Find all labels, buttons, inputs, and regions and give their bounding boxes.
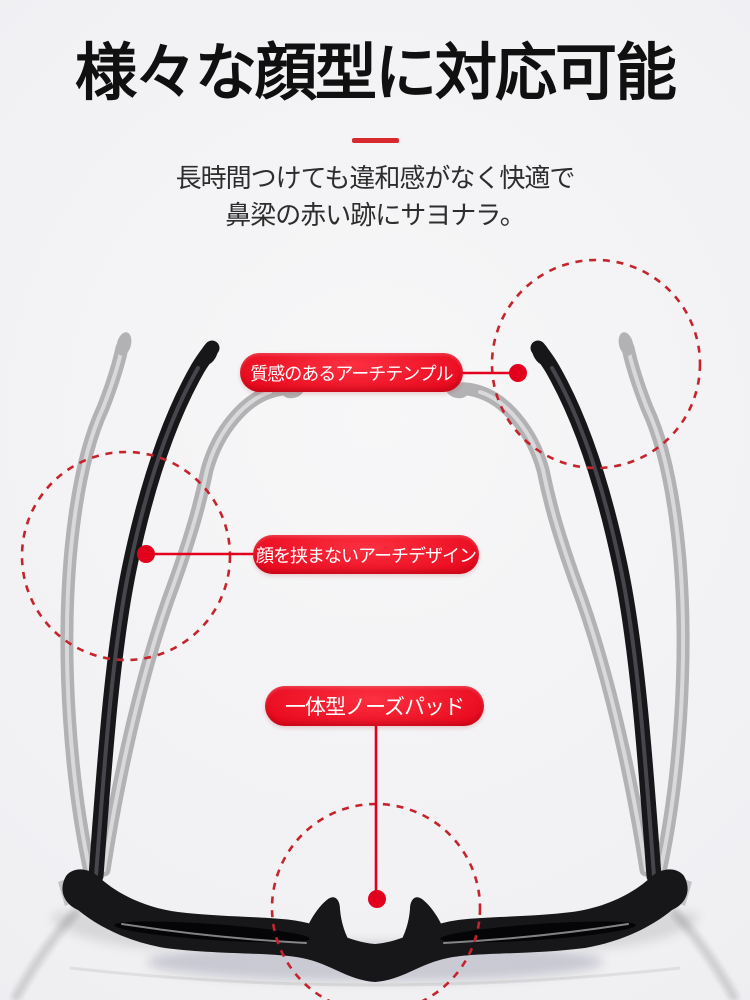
subtitle: 長時間つけても違和感がなく快適で 鼻梁の赤い跡にサヨナラ。 [0, 160, 750, 234]
gray-temple-left-inner [97, 382, 303, 877]
callout-arch-design: 顔を挟まないアーチデザイン [253, 535, 479, 574]
lens-right [440, 921, 636, 943]
gray-temple-left-outer-tip [116, 332, 132, 356]
subtitle-line-1: 長時間つけても違和感がなく快適で [175, 163, 576, 193]
callout-nose-pad: 一体型ノーズパッド [265, 686, 484, 726]
red-divider [352, 138, 399, 143]
frame-front [58, 869, 692, 982]
callout-dot-temple [509, 364, 527, 382]
callout-arch-temple: 質感のあるアーチテンプル [240, 353, 463, 392]
gray-temple-left-outer-highlight [64, 346, 124, 874]
gray-temple-right-outer-highlight [626, 346, 686, 874]
callout-arch-temple-label: 質感のあるアーチテンプル [250, 363, 453, 384]
callout-markers [20, 258, 702, 1000]
black-temple-left-tip [199, 340, 219, 366]
lens-right-highlight [443, 923, 629, 944]
black-temple-right-tip [531, 340, 551, 366]
page-title: 様々な顔型に対応可能 [74, 39, 677, 108]
gray-temple-right-outer-tip [618, 332, 634, 356]
black-temple-left-highlight [94, 366, 200, 878]
callout-dot-arch [137, 545, 155, 563]
callout-arch-design-label: 顔を挟まないアーチデザイン [256, 545, 477, 566]
callout-dot-nosepad [368, 890, 386, 908]
lens-left [114, 921, 310, 943]
black-temples [88, 340, 662, 884]
gray-temple-right-inner-highlight [478, 390, 648, 872]
black-temple-right-highlight [550, 366, 656, 878]
dashed-circle-arch [20, 450, 232, 662]
lens-left-highlight [121, 923, 307, 944]
gray-temple-left-inner-highlight [102, 390, 272, 872]
gray-temple-right-inner [447, 382, 653, 877]
subtitle-line-2: 鼻梁の赤い跡にサヨナラ。 [225, 200, 525, 230]
callout-nose-pad-label: 一体型ノーズパッド [285, 696, 465, 719]
dashed-circle-temple [490, 258, 702, 470]
